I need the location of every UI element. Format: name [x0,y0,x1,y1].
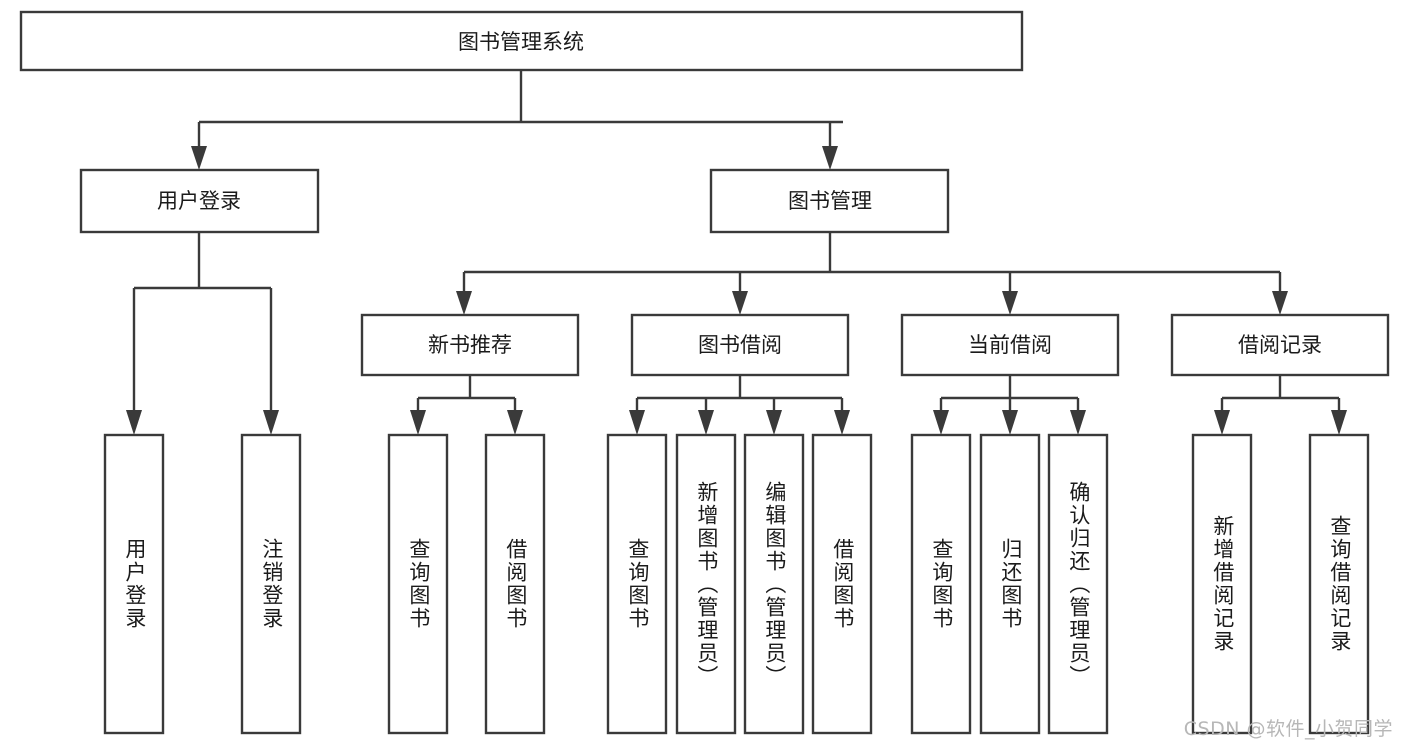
node-leaf-query-record-box[interactable] [1308,433,1370,735]
connector-layer [126,70,1347,435]
node-root-box[interactable] [19,10,1024,72]
arrow-head-leaf-logout [263,410,279,435]
node-leaf-add-book-box[interactable] [675,433,737,735]
node-user-login-label: 用户登录 [157,189,241,213]
node-book-borrow-label: 图书借阅 [698,333,782,357]
node-leaf-user-login-box[interactable] [103,433,165,735]
arrow-head-leaf-borrow-book-2 [834,410,850,435]
node-leaf-return-book-box[interactable] [979,433,1041,735]
node-current-borrow-box[interactable] [900,313,1120,377]
arrow-head-leaf-add-book [698,410,714,435]
node-leaf-add-record-box[interactable] [1191,433,1253,735]
node-leaf-edit-book-box[interactable] [743,433,805,735]
node-leaf-logout-box[interactable] [240,433,302,735]
arrow-head-leaf-confirm-return [1070,410,1086,435]
arrow-head-leaf-query-book-3 [933,410,949,435]
arrow-head-borrow-record [1272,291,1288,315]
node-leaf-confirm-return-box[interactable] [1047,433,1109,735]
arrow-head-book-manage [822,146,838,170]
node-leaf-query-book-3-box[interactable] [910,433,972,735]
arrow-head-leaf-query-book-2 [629,410,645,435]
arrow-head-new-book-recommend [456,291,472,315]
arrow-head-user-login [191,146,207,170]
arrow-head-book-borrow [732,291,748,315]
arrow-head-leaf-edit-book [766,410,782,435]
arrow-head-leaf-return-book [1002,410,1018,435]
arrow-head-leaf-query-record [1331,410,1347,435]
node-new-book-recommend-label: 新书推荐 [428,333,512,357]
node-leaf-query-book-1-box[interactable] [387,433,449,735]
node-root-label: 图书管理系统 [458,30,584,54]
node-leaf-borrow-book-1-box[interactable] [484,433,546,735]
node-leaf-borrow-book-2-box[interactable] [811,433,873,735]
node-layer: 图书管理系统 用户登录 图书管理 新书推荐 图书借阅 当前借阅 借阅记录 [19,10,1390,735]
arrow-head-leaf-borrow-book-1 [507,410,523,435]
node-current-borrow-label: 当前借阅 [968,333,1052,357]
node-new-book-recommend-box[interactable] [360,313,580,377]
node-leaf-query-book-2-box[interactable] [606,433,668,735]
node-borrow-record-label: 借阅记录 [1238,333,1322,357]
node-book-manage-label: 图书管理 [788,189,872,213]
arrow-head-leaf-query-book-1 [410,410,426,435]
node-book-manage-box[interactable] [709,168,950,234]
node-book-borrow-box[interactable] [630,313,850,377]
csdn-watermark: CSDN @软件_小贺同学 [1183,718,1393,740]
node-borrow-record-box[interactable] [1170,313,1390,377]
arrow-head-leaf-add-record [1214,410,1230,435]
arrow-head-current-borrow [1002,291,1018,315]
arrow-head-leaf-user-login [126,410,142,435]
node-user-login-box[interactable] [79,168,320,234]
